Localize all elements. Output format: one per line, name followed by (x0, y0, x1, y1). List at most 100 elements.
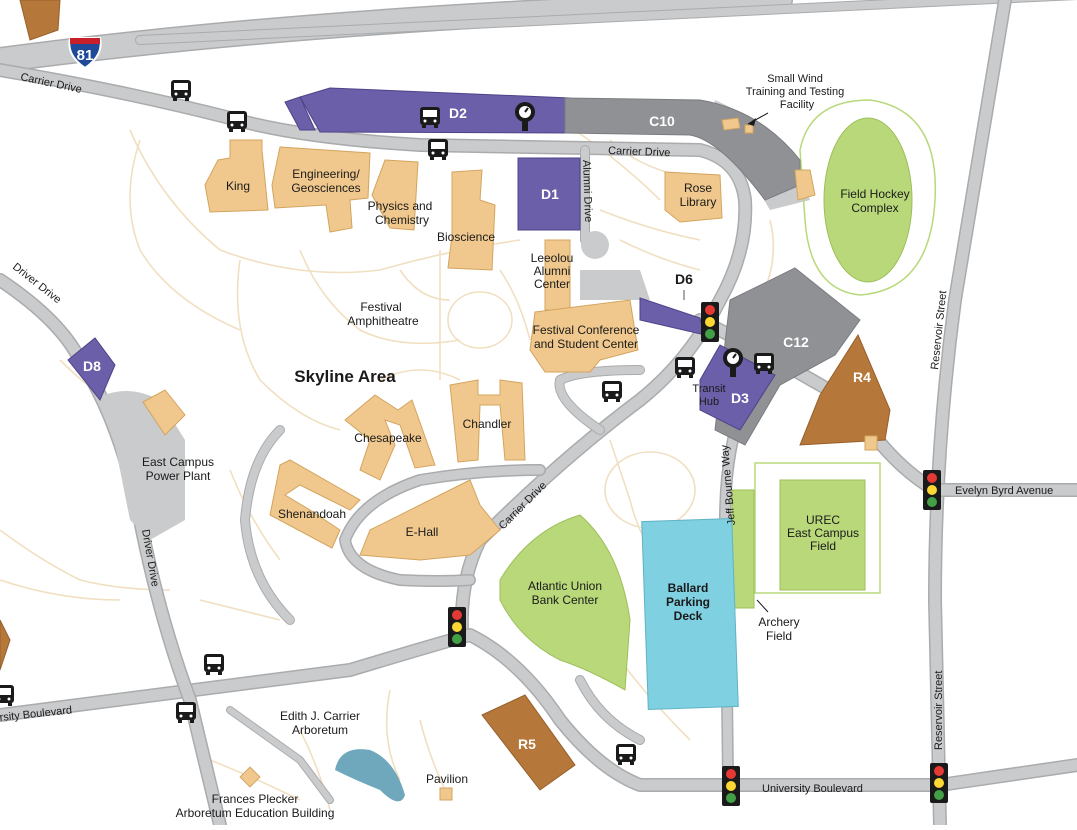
label-ballard-1: Ballard (668, 581, 709, 595)
bldg-engineering (271, 146, 371, 233)
lot-d8 (67, 337, 116, 401)
lot-nw-brown (19, 0, 61, 41)
label-carrier-drive-n: Carrier Drive (608, 145, 671, 159)
bus-icon[interactable] (754, 353, 774, 374)
label-amphitheatre-1: Festival (360, 300, 401, 314)
label-leeolou-3: Center (534, 277, 570, 291)
aubc-lawn (499, 514, 631, 691)
label-pavilion: Pavilion (426, 772, 468, 786)
lot-r5 (481, 694, 576, 791)
lot-r4 (799, 333, 891, 446)
label-engineering-1: Engineering/ (292, 167, 360, 181)
label-power-plant-1: East Campus (142, 455, 214, 469)
label-archery-1: Archery (758, 615, 799, 629)
lot-label-r5: R5 (518, 736, 536, 752)
traffic-light-icon (923, 470, 941, 510)
area-title: Skyline Area (294, 367, 396, 386)
label-wind-3: Facility (780, 99, 815, 111)
label-plecker-1: Frances Plecker (212, 792, 299, 806)
bldg-rose (664, 171, 723, 223)
label-alumni-drive: Alumni Drive (580, 160, 594, 223)
label-university-blvd-e: University Boulevard (762, 783, 863, 795)
traffic-light-icon (722, 766, 740, 806)
lot-sw-brown (0, 619, 11, 671)
bus-icon[interactable] (171, 80, 191, 101)
ballard-parking-deck (641, 517, 739, 711)
lot-label-d8: D8 (83, 358, 101, 374)
field-hockey-field (823, 117, 913, 283)
bus-icon[interactable] (602, 381, 622, 402)
bus-icon[interactable] (428, 139, 448, 160)
bus-icon[interactable] (675, 357, 695, 378)
bus-icon[interactable] (176, 702, 196, 723)
bus-icon[interactable] (616, 744, 636, 765)
bus-icon[interactable] (0, 685, 14, 706)
label-wind-1: Small Wind (767, 73, 823, 85)
label-transit-1: Transit (692, 383, 725, 395)
label-ehall: E-Hall (406, 525, 439, 539)
label-leeolou-2: Alumni (534, 264, 571, 278)
arboretum-pond (335, 749, 405, 802)
label-engineering-2: Geosciences (291, 181, 360, 195)
label-field-hockey-2: Complex (851, 201, 898, 215)
lot-label-d6: D6 (675, 271, 693, 287)
bldg-shenandoah (269, 459, 361, 549)
lot-label-d3: D3 (731, 390, 749, 406)
bldg-chandler (449, 379, 526, 463)
label-plecker-2: Arboretum Education Building (176, 806, 335, 820)
label-arboretum-2: Arboretum (292, 723, 348, 737)
bldg-power-plant (142, 389, 186, 436)
bus-icon[interactable] (227, 111, 247, 132)
bldg-chesapeake (344, 394, 436, 481)
buildings (142, 117, 878, 801)
bldg-bioscience (447, 169, 496, 271)
bldg-physics (371, 159, 419, 231)
bldg-ehall (359, 479, 501, 561)
lot-label-c12: C12 (783, 334, 809, 350)
bus-icon[interactable] (204, 654, 224, 675)
label-transit-2: Hub (699, 396, 719, 408)
label-festival-1: Festival Conference (533, 323, 640, 337)
bus-icon[interactable] (420, 107, 440, 128)
label-aubc-1: Atlantic Union (528, 579, 602, 593)
label-urec-1: UREC (806, 513, 840, 527)
lot-label-r4: R4 (853, 369, 871, 385)
interstate-number: 81 (77, 47, 94, 64)
building-labels: Skyline Area King Engineering/Geoscience… (142, 73, 910, 820)
label-urec-3: Field (810, 539, 836, 553)
bldg-wind (721, 117, 741, 131)
label-ballard-2: Parking (666, 595, 710, 609)
lot-d6 (639, 297, 706, 336)
label-urec-2: East Campus (787, 526, 859, 540)
label-festival-2: and Student Center (534, 337, 638, 351)
label-king: King (226, 179, 250, 193)
lot-label-d1: D1 (541, 186, 559, 202)
label-field-hockey-1: Field Hockey (840, 187, 909, 201)
label-arboretum-1: Edith J. Carrier (280, 709, 360, 723)
label-leeolou-1: Leeolou (531, 251, 574, 265)
label-wind-2: Training and Testing (746, 86, 844, 98)
bldg-festival (529, 299, 639, 373)
lot-d1 (517, 157, 581, 231)
green-spaces (335, 99, 937, 802)
label-evelyn-byrd: Evelyn Byrd Avenue (955, 485, 1053, 497)
label-aubc-2: Bank Center (532, 593, 599, 607)
label-reservoir-s: Reservoir Street (933, 671, 945, 750)
label-rose-1: Rose (684, 181, 712, 195)
label-shenandoah: Shenandoah (278, 507, 346, 521)
